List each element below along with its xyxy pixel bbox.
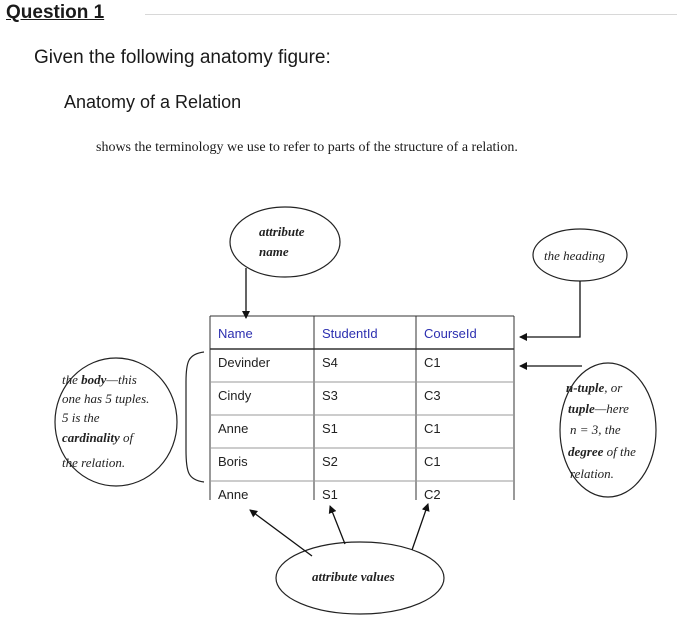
table-cell: S3	[322, 388, 338, 403]
callout-text: the relation.	[62, 455, 125, 470]
column-header: StudentId	[322, 326, 378, 341]
question-heading: Question 1	[6, 2, 105, 23]
table-cell: Devinder	[218, 355, 271, 370]
header-divider	[145, 14, 677, 15]
heading-callout: the heading	[519, 228, 628, 341]
callout-text: the heading	[544, 248, 606, 263]
figure-title: Anatomy of a Relation	[64, 92, 242, 112]
callout-text: relation.	[570, 466, 614, 481]
callout-text: degree of the	[568, 444, 636, 459]
callout-text: one has 5 tuples.	[62, 391, 149, 406]
callout-arrow	[328, 505, 346, 545]
table-cell: C1	[424, 355, 441, 370]
table-cell: S4	[322, 355, 338, 370]
table-row: Anne S1 C2	[218, 487, 441, 502]
table-cell: Boris	[218, 454, 248, 469]
body-callout: the body—this one has 5 tuples. 5 is the…	[54, 351, 205, 487]
column-header: Name	[218, 326, 253, 341]
question-prompt: Given the following anatomy figure:	[34, 47, 331, 68]
callout-arrow	[519, 281, 581, 341]
table-cell: Anne	[218, 487, 248, 502]
table-cell: S1	[322, 487, 338, 502]
callout-arrow	[411, 503, 430, 551]
table-row: Cindy S3 C3	[218, 388, 441, 403]
table-row: Devinder S4 C1	[218, 355, 441, 370]
tuple-callout: n-tuple, or tuple—here n = 3, the degree…	[519, 362, 657, 498]
callout-text: attribute values	[312, 569, 395, 584]
callout-ellipse	[275, 541, 445, 615]
callout-text: 5 is the	[62, 410, 100, 425]
callout-text: the body—this	[62, 372, 137, 387]
column-header: CourseId	[424, 326, 477, 341]
body-brace	[185, 351, 205, 483]
attribute-values-callout: attribute values	[249, 503, 445, 615]
table-cell: C1	[424, 454, 441, 469]
table-row: Boris S2 C1	[218, 454, 441, 469]
table-cell: S1	[322, 421, 338, 436]
callout-text: cardinality of	[62, 430, 136, 445]
callout-text: name	[259, 244, 289, 259]
table-cell: S2	[322, 454, 338, 469]
callout-text: attribute	[259, 224, 305, 239]
table-cell: Anne	[218, 421, 248, 436]
table-row: Anne S1 C1	[218, 421, 441, 436]
table-cell: C3	[424, 388, 441, 403]
callout-text: n-tuple, or	[566, 380, 623, 395]
callout-text: n = 3, the	[570, 422, 621, 437]
callout-ellipse	[559, 362, 657, 498]
figure-caption: shows the terminology we use to refer to…	[96, 140, 518, 155]
table-cell: C1	[424, 421, 441, 436]
callout-text: tuple—here	[568, 401, 629, 416]
relation-table	[209, 315, 515, 500]
table-cell: C2	[424, 487, 441, 502]
attribute-name-callout: attribute name	[229, 206, 341, 319]
callout-arrow	[249, 509, 313, 557]
table-cell: Cindy	[218, 388, 252, 403]
callout-ellipse	[229, 206, 341, 278]
callout-ellipse	[54, 357, 178, 487]
